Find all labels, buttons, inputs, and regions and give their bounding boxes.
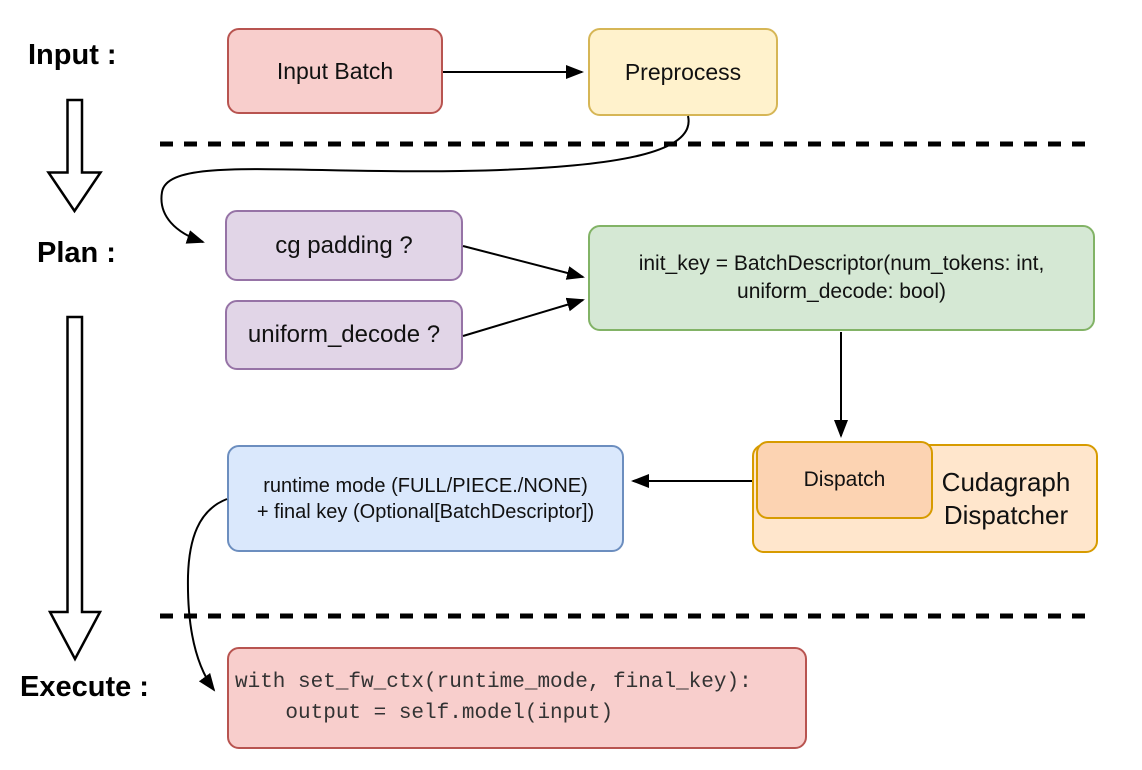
runtime-mode-line1: runtime mode (FULL/PIECE./NONE): [263, 474, 588, 497]
input-batch-node: Input Batch: [227, 28, 443, 114]
execute-code-node: with set_fw_ctx(runtime_mode, final_key)…: [227, 647, 807, 749]
uniform-decode-node: uniform_decode ?: [225, 300, 463, 370]
runtime-mode-node: runtime mode (FULL/PIECE./NONE) + final …: [227, 445, 624, 552]
cudagraph-dispatcher-line2: Dispatcher: [943, 499, 1069, 530]
cg-padding-label: cg padding ?: [275, 231, 413, 259]
execute-code-line2: output = self.model(input): [235, 702, 614, 725]
dispatch-node: Dispatch: [756, 441, 933, 519]
cudagraph-dispatcher-label: Cudagraph Dispatcher: [920, 446, 1092, 551]
execute-code-line1: with set_fw_ctx(runtime_mode, final_key)…: [235, 671, 752, 694]
plan-to-execute-arrow-icon: [47, 315, 103, 662]
execute-stage-label: Execute :: [20, 671, 149, 703]
plan-stage-label: Plan :: [37, 237, 116, 269]
runtime-mode-line2: + final key (Optional[BatchDescriptor]): [256, 500, 595, 523]
preprocess-label: Preprocess: [624, 58, 742, 85]
edge-runtime-mode-to-execute-code: [186, 498, 228, 692]
cudagraph-dispatcher-line1: Cudagraph: [941, 466, 1071, 497]
input-to-plan-arrow-icon: [46, 98, 103, 214]
uniform-decode-label: uniform_decode ?: [247, 321, 441, 348]
input-stage-label: Input :: [28, 39, 117, 71]
init-key-line2: uniform_decode: bool): [737, 280, 946, 303]
init-key-line1: init_key = BatchDescriptor(num_tokens: i…: [638, 252, 1045, 275]
init-key-node: init_key = BatchDescriptor(num_tokens: i…: [588, 225, 1095, 331]
edge-uniform-decode-to-init-key: [462, 297, 585, 337]
edge-cg-padding-to-init-key: [462, 245, 585, 280]
cg-padding-node: cg padding ?: [225, 210, 463, 281]
preprocess-node: Preprocess: [588, 28, 778, 116]
dispatch-label: Dispatch: [803, 467, 886, 491]
input-batch-label: Input Batch: [276, 57, 394, 84]
